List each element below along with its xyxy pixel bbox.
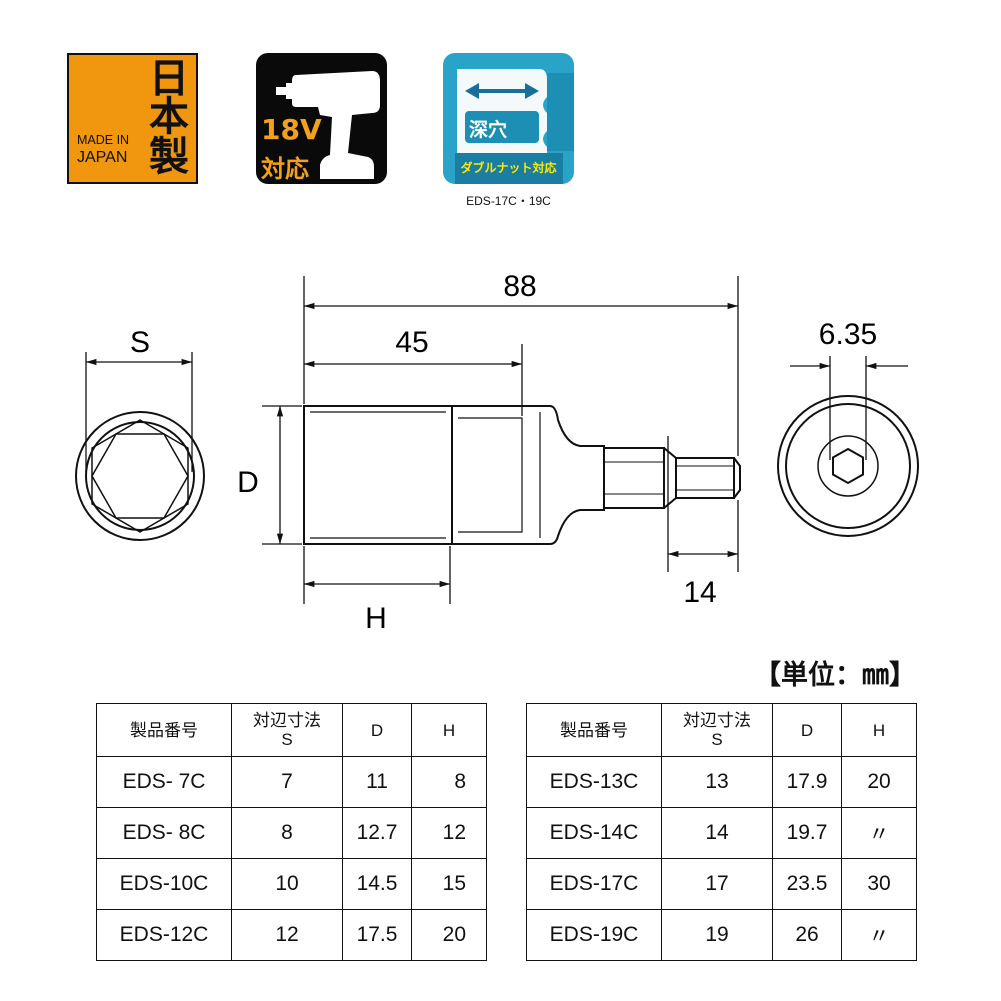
table-row: EDS-19C 19 26 〃 xyxy=(526,909,917,961)
side-view xyxy=(303,405,741,545)
technical-drawing: S 88 45 D H 14 6.35 xyxy=(75,270,919,635)
table-row: EDS-12C 12 17.5 20 xyxy=(96,909,487,961)
impact-driver-icon xyxy=(276,71,380,179)
cell-product: EDS- 8C xyxy=(96,807,232,859)
cell-product: EDS-10C xyxy=(96,858,232,910)
table-row: EDS-17C 17 23.5 30 xyxy=(526,858,917,910)
cell-d: 17.5 xyxy=(342,909,412,961)
table-row: EDS-10C 10 14.5 15 xyxy=(96,858,487,910)
header-h: H xyxy=(841,703,917,757)
made-in-japan-badge: 日 本 製 MADE IN JAPAN xyxy=(67,53,198,184)
badge-kanji-1: 日 xyxy=(149,56,189,102)
double-nut-label: ダブルナット対応 xyxy=(460,161,557,175)
dimension-h xyxy=(303,546,451,604)
cell-h: 8 xyxy=(411,756,487,808)
cell-h: 30 xyxy=(841,858,917,910)
label-d: D xyxy=(237,466,259,499)
cell-product: EDS- 7C xyxy=(96,756,232,808)
cell-product: EDS-19C xyxy=(526,909,662,961)
cell-h: 20 xyxy=(841,756,917,808)
dimension-shank-length xyxy=(667,436,739,572)
deep-hole-badge: 深穴 ダブルナット対応 xyxy=(443,53,574,184)
cell-h: 〃 xyxy=(841,909,917,961)
label-s: S xyxy=(130,326,150,359)
dimension-socket-depth xyxy=(304,344,523,416)
cell-d: 23.5 xyxy=(772,858,842,910)
cell-d: 26 xyxy=(772,909,842,961)
header-product-number: 製品番号 xyxy=(96,703,232,757)
front-view xyxy=(75,411,205,541)
header-hex-size: 対辺寸法 S xyxy=(661,703,773,757)
cell-d: 11 xyxy=(342,756,412,808)
header-d: D xyxy=(342,703,412,757)
label-88: 88 xyxy=(503,270,536,303)
voltage-label: 18V xyxy=(261,113,322,146)
cell-d: 14.5 xyxy=(342,858,412,910)
header-h: H xyxy=(411,703,487,757)
badge-kanji-3: 製 xyxy=(149,134,189,180)
cell-d: 12.7 xyxy=(342,807,412,859)
18v-badge: 18V 対応 xyxy=(256,53,387,184)
cell-s: 14 xyxy=(661,807,773,859)
cell-product: EDS-13C xyxy=(526,756,662,808)
cell-s: 8 xyxy=(231,807,343,859)
badge-made-in-text: MADE IN xyxy=(77,133,130,147)
cell-h: 12 xyxy=(411,807,487,859)
cell-d: 19.7 xyxy=(772,807,842,859)
dimension-shank-size xyxy=(790,356,908,460)
cell-product: EDS-17C xyxy=(526,858,662,910)
cell-product: EDS-12C xyxy=(96,909,232,961)
cell-d: 17.9 xyxy=(772,756,842,808)
table-row: EDS- 8C 8 12.7 12 xyxy=(96,807,487,859)
rear-view xyxy=(777,395,919,537)
spec-table-left: 製品番号 対辺寸法 S D H EDS- 7C 7 11 8 EDS- 8C 8… xyxy=(96,703,487,961)
label-45: 45 xyxy=(395,326,428,359)
dimension-total-length xyxy=(303,276,739,456)
cell-s: 17 xyxy=(661,858,773,910)
badge-kanji-2: 本 xyxy=(149,94,189,140)
compatible-label: 対応 xyxy=(261,155,309,183)
table-header-row: 製品番号 対辺寸法 S D H xyxy=(96,703,487,757)
cell-s: 19 xyxy=(661,909,773,961)
table-row: EDS-14C 14 19.7 〃 xyxy=(526,807,917,859)
spec-table-right: 製品番号 対辺寸法 S D H EDS-13C 13 17.9 20 EDS-1… xyxy=(526,703,917,961)
unit-label: 【単位：㎜】 xyxy=(754,660,916,691)
table-header-row: 製品番号 対辺寸法 S D H xyxy=(526,703,917,757)
table-row: EDS- 7C 7 11 8 xyxy=(96,756,487,808)
table-row: EDS-13C 13 17.9 20 xyxy=(526,756,917,808)
cell-s: 13 xyxy=(661,756,773,808)
cell-h: 20 xyxy=(411,909,487,961)
label-14: 14 xyxy=(683,576,716,609)
badge-caption: EDS-17C・19C xyxy=(466,194,551,208)
cell-s: 10 xyxy=(231,858,343,910)
cell-h: 〃 xyxy=(841,807,917,859)
deep-hole-label: 深穴 xyxy=(469,119,508,141)
cell-h: 15 xyxy=(411,858,487,910)
badge-japan-text: JAPAN xyxy=(77,149,128,166)
cell-product: EDS-14C xyxy=(526,807,662,859)
cell-s: 12 xyxy=(231,909,343,961)
dimension-s xyxy=(85,352,193,472)
header-product-number: 製品番号 xyxy=(526,703,662,757)
label-6-35: 6.35 xyxy=(819,318,877,351)
header-hex-size: 対辺寸法 S xyxy=(231,703,343,757)
dimension-d xyxy=(262,405,302,545)
cell-s: 7 xyxy=(231,756,343,808)
deep-socket-icon xyxy=(455,69,574,184)
label-h: H xyxy=(365,602,387,635)
header-d: D xyxy=(772,703,842,757)
